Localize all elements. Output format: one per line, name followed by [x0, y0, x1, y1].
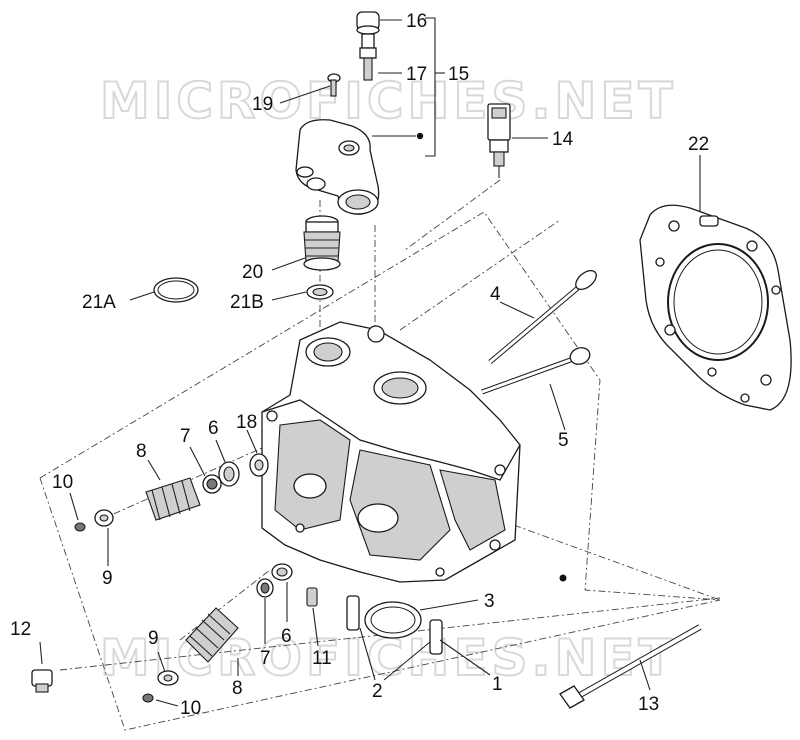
part-1-cylinder-head	[261, 321, 521, 583]
part-17-bleed-screw	[359, 33, 377, 81]
part-5-exhaust-valve	[481, 347, 591, 395]
callout-6-bottom: 6	[281, 626, 292, 647]
leader-lines	[39, 19, 701, 707]
callout-16: 16	[406, 11, 427, 32]
callout-22: 22	[688, 134, 709, 155]
callout-14: 14	[552, 129, 574, 150]
part-14-temperature-sensor	[487, 103, 511, 178]
callout-9-top: 9	[102, 568, 113, 589]
part-12-plug	[31, 669, 53, 693]
callout-3: 3	[484, 591, 495, 612]
callout-21a: 21A	[82, 292, 116, 313]
callout-10-top: 10	[52, 472, 73, 493]
callout-7-bottom: 7	[260, 648, 271, 669]
part-18-washer	[249, 453, 269, 477]
part-6-seal-bottom	[271, 563, 293, 581]
callout-2: 2	[372, 681, 383, 702]
callout-5: 5	[558, 430, 569, 451]
callout-9-bottom: 9	[148, 628, 159, 649]
callout-8-top: 8	[136, 441, 147, 462]
part-7-valve-seal-top	[202, 474, 222, 494]
callout-12: 12	[10, 619, 31, 640]
callout-21b: 21B	[230, 292, 264, 313]
part-7-valve-seal-bottom	[256, 578, 274, 598]
callout-20: 20	[242, 262, 263, 283]
callout-19: 19	[252, 94, 273, 115]
part-11-pin	[306, 587, 318, 607]
callout-10-bottom: 10	[180, 698, 201, 719]
callout-11: 11	[312, 648, 332, 669]
part-9-spring-retainer-top	[94, 509, 114, 527]
part-19-screw	[327, 73, 341, 97]
part-6-seal-top	[218, 461, 240, 487]
callout-17: 17	[406, 64, 427, 85]
part-2-dowel-pins	[346, 595, 443, 655]
callout-1: 1	[492, 674, 503, 695]
part-4-intake-valve	[488, 269, 597, 364]
group-bracket-15	[372, 17, 445, 157]
callout-13: 13	[638, 694, 659, 715]
part-16-cap	[356, 11, 380, 35]
callout-4: 4	[490, 284, 501, 305]
part-8-valve-spring-top	[145, 477, 201, 521]
part-10-collet-bottom	[142, 693, 154, 703]
part-15-thermostat-housing	[295, 119, 380, 215]
part-10-collet-top	[74, 522, 86, 532]
reference-dot	[559, 574, 567, 582]
part-3-o-ring	[364, 601, 422, 639]
part-21b-seal	[306, 284, 334, 300]
part-22-head-gasket	[639, 204, 792, 411]
callout-labels: 16 17 15 19 14 22 20 21A 21B 4 5 18 6 7 …	[10, 11, 709, 719]
part-8-valve-spring-bottom	[185, 607, 239, 663]
callout-15: 15	[448, 64, 469, 85]
part-21a-o-ring	[153, 277, 199, 303]
callout-6-top: 6	[208, 418, 219, 439]
callout-8-bottom: 8	[232, 678, 243, 699]
callout-7-top: 7	[180, 426, 191, 447]
part-20-thermostat	[303, 215, 341, 271]
callout-18: 18	[236, 412, 257, 433]
part-9-spring-retainer-bottom	[157, 670, 179, 686]
watermark-top: MICROFICHES.NET	[100, 72, 677, 130]
